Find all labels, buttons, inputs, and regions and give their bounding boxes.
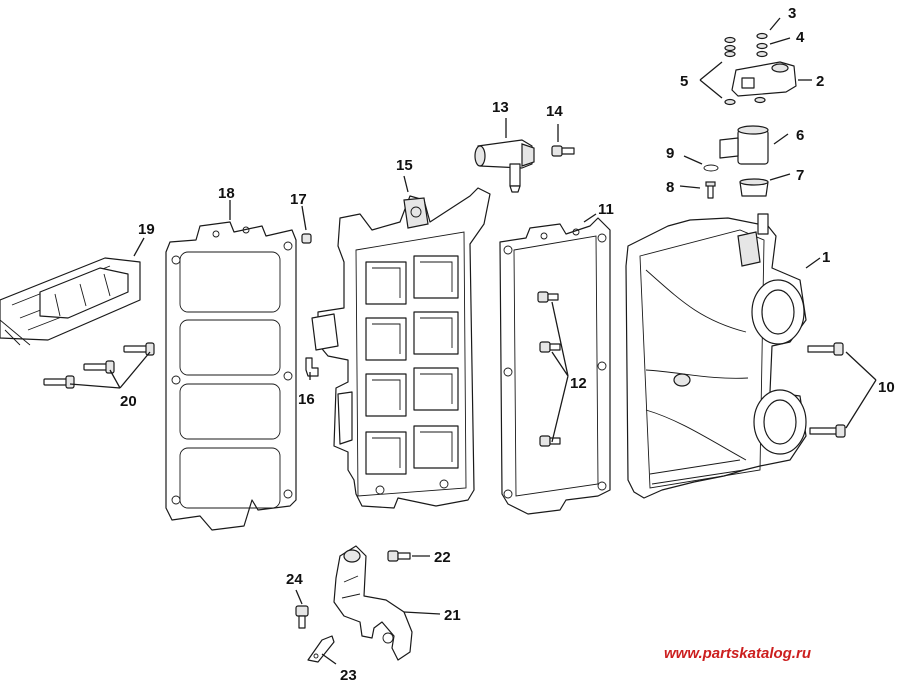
callout-18: 18 — [218, 185, 235, 202]
callout-21: 21 — [444, 607, 461, 624]
callout-20: 20 — [120, 393, 137, 410]
callout-1: 1 — [822, 249, 830, 266]
part-22-screw — [387, 550, 411, 562]
part-16-fitting — [305, 357, 319, 377]
callout-6: 6 — [796, 127, 804, 144]
callout-24: 24 — [286, 571, 303, 588]
part-11-gasket — [499, 217, 611, 515]
callout-9: 9 — [666, 145, 674, 162]
part-7-filter-cup — [739, 178, 769, 197]
leader-lines — [69, 17, 877, 665]
callout-11: 11 — [598, 201, 614, 218]
part-3-4-5-seals — [724, 32, 768, 106]
callout-7: 7 — [796, 167, 804, 184]
part-13-sensor — [474, 139, 535, 193]
callout-13: 13 — [492, 99, 509, 116]
callout-2: 2 — [816, 73, 824, 90]
callout-22: 22 — [434, 549, 451, 566]
callout-15: 15 — [396, 157, 413, 174]
part-17-plug — [301, 233, 312, 244]
part-20-bolts — [43, 342, 155, 389]
part-14-screw — [551, 145, 575, 157]
part-21-bracket — [333, 545, 413, 661]
part-6-solenoid — [719, 125, 769, 165]
part-8-pin — [705, 181, 716, 199]
callout-3: 3 — [788, 5, 796, 22]
callout-8: 8 — [666, 179, 674, 196]
part-10-bolts — [807, 342, 846, 438]
watermark-text: www.partskatalog.ru — [664, 645, 811, 662]
part-12-screws — [537, 291, 561, 447]
part-9-o-ring — [703, 164, 719, 172]
part-15-adapter-plate — [311, 187, 491, 509]
callout-4: 4 — [796, 29, 805, 46]
part-19-reed-block — [0, 257, 141, 346]
part-1-intake-manifold — [625, 213, 807, 499]
callout-23: 23 — [340, 667, 357, 684]
callout-17: 17 — [290, 191, 307, 208]
callout-10: 10 — [878, 379, 895, 396]
callout-14: 14 — [546, 103, 563, 120]
callout-19: 19 — [138, 221, 155, 238]
part-23-clip — [307, 635, 335, 663]
callout-labels: 1 2 3 4 5 6 7 8 9 10 11 12 13 14 15 16 1… — [120, 5, 895, 684]
part-18-gasket — [165, 221, 297, 531]
callout-12: 12 — [570, 375, 587, 392]
callout-5: 5 — [680, 73, 688, 90]
part-2-housing — [731, 61, 797, 97]
part-24-screw — [295, 605, 309, 629]
callout-16: 16 — [298, 391, 315, 408]
